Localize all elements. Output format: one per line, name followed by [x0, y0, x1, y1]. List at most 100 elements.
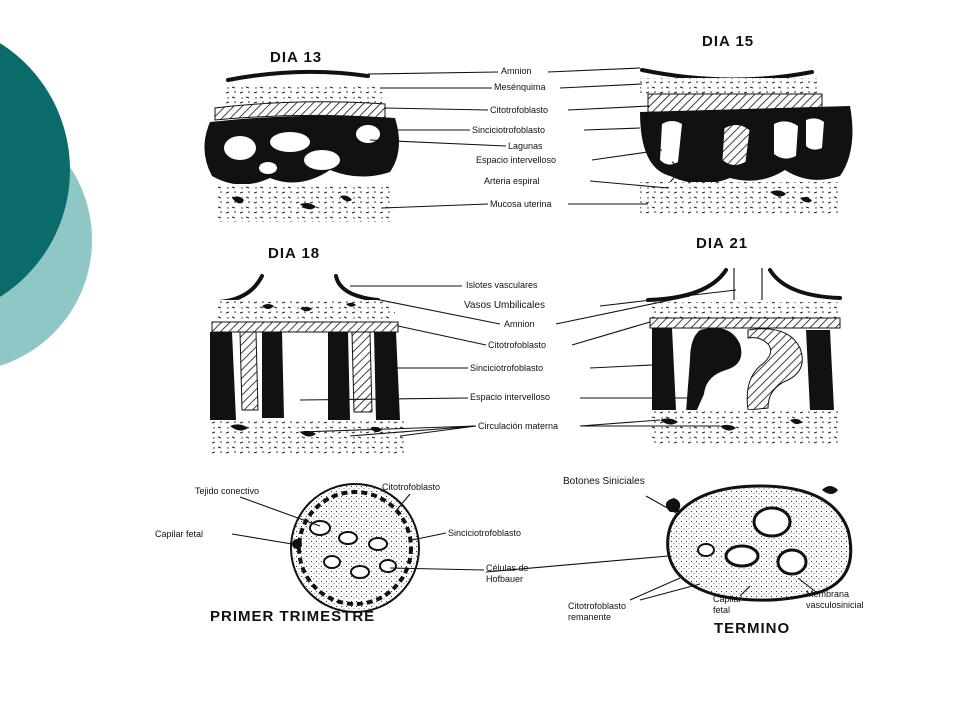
top-labels: Amnion Mesénquima Citotrofoblasto Sincic… [367, 66, 669, 209]
label-syncytial-knots: Botones Siniciales [563, 476, 645, 487]
day18-maternal-vessels [230, 424, 382, 437]
label-hofbauer-cells-2: Hofbauer [486, 574, 523, 584]
termino-title: TERMINO [714, 620, 790, 637]
day21-villus-branch [746, 328, 803, 411]
day13-uterine-mucosa [215, 184, 390, 222]
day13-amnion [226, 69, 370, 82]
day15-uterine-mucosa [640, 182, 840, 214]
day18-villus-core [239, 331, 259, 411]
leader-cytotrophoblast-2 [397, 321, 651, 346]
label-cytotrophoblast: Citotrofoblasto [490, 105, 548, 115]
label-amnion-2: Amnion [504, 319, 535, 329]
day15-lacuna [774, 121, 798, 159]
leader-remnant-cytotrophoblast [629, 577, 701, 601]
day21-decidua [650, 410, 842, 446]
leader-hofbauer-termino [485, 555, 669, 573]
day15-villus [721, 124, 751, 166]
leader-spiral-artery [589, 180, 669, 189]
leader-uterine-mucosa [381, 203, 648, 209]
day18-amnion-left [216, 274, 264, 304]
day18-villus-wall [328, 332, 350, 420]
primer-hofbauer-cell [338, 531, 358, 545]
day21-villus-branch [686, 327, 742, 412]
leader-fetal-capillary-2 [739, 585, 751, 597]
leader-amnion-2 [369, 295, 691, 325]
leader-vasculosyncytial-membrane [797, 577, 817, 593]
day21-panel: DIA 21 [646, 235, 842, 446]
leader-cytotrophoblast-3 [394, 493, 411, 513]
leader-hofbauer-cells [389, 567, 485, 571]
leader-mesenchyme [380, 83, 643, 89]
primer-villus [290, 483, 420, 613]
primer-hofbauer-cell [368, 537, 388, 551]
day21-maternal-vessels [660, 418, 802, 431]
day21-mesenchyme [652, 302, 838, 318]
label-remnant-cytotrophoblast-2: remanente [568, 612, 611, 622]
day18-villus-wall [374, 332, 400, 420]
middle-labels: Islotes vasculares Vasos Umbilicales Amn… [299, 280, 737, 437]
day13-lacuna [356, 125, 380, 143]
label-cytotrophoblast-2: Citotrofoblasto [488, 340, 546, 350]
day13-panel: DIA 13 [204, 49, 399, 222]
leader-syncytiotrophoblast-2 [380, 363, 673, 369]
day13-lacuna [224, 136, 256, 160]
leader-cytotrophoblast [383, 105, 651, 111]
label-intervillous-space-2: Espacio intervelloso [470, 392, 550, 402]
label-vasculosyncytial-membrane-2: vasculosinicial [806, 600, 864, 610]
leader-fetal-capillary [231, 533, 293, 545]
label-spiral-artery: Arteria espiral [484, 176, 540, 186]
label-cytotrophoblast-3: Citotrofoblasto [382, 482, 440, 492]
leader-intervillous-space [591, 149, 663, 161]
day18-vascular-islets [262, 302, 356, 312]
day21-title: DIA 21 [696, 235, 748, 252]
primer-hofbauer-cell [350, 565, 370, 579]
leader-amnion [367, 67, 641, 75]
label-syncytiotrophoblast: Sinciciotrofoblasto [472, 125, 545, 135]
label-fetal-capillary-3: fetal [713, 605, 730, 615]
day15-title: DIA 15 [702, 33, 754, 50]
termino-fetal-capillary [724, 544, 760, 568]
label-connective-tissue: Tejido conectivo [195, 486, 259, 496]
day18-villus-core [351, 331, 373, 413]
leader-connective-tissue [239, 496, 321, 527]
day21-cytotrophoblast-band [649, 317, 841, 329]
day15-glands [770, 190, 812, 203]
label-fetal-capillary-2: Capilar [713, 594, 742, 604]
day21-villus-wall [806, 330, 834, 410]
primer-hofbauer-cell [323, 555, 341, 569]
termino-fetal-capillary [776, 548, 808, 576]
day15-lacuna [806, 118, 824, 150]
primer-title: PRIMER TRIMESTRE [210, 608, 375, 625]
label-amnion: Amnion [501, 66, 532, 76]
leader-lacunae [369, 139, 507, 147]
day13-lacuna [304, 150, 340, 170]
leader-maternal-circulation [299, 419, 720, 437]
day15-intervillous-space [660, 121, 682, 165]
leader-umbilical-vessels [599, 289, 737, 307]
primer-hofbauer-cell [379, 559, 397, 573]
termino-panel: Botones Siniciales Citotrofoblasto reman… [485, 476, 864, 637]
label-syncytiotrophoblast-2: Sinciciotrofoblasto [470, 363, 543, 373]
label-lacunae: Lagunas [508, 141, 543, 151]
day18-title: DIA 18 [268, 245, 320, 262]
day13-title: DIA 13 [270, 49, 322, 66]
day13-lacuna [259, 162, 277, 174]
day15-mesenchyme [640, 78, 820, 94]
label-intervillous-space: Espacio intervelloso [476, 155, 556, 165]
label-maternal-circulation: Circulación materna [478, 421, 558, 431]
day18-cytotrophoblast-band [211, 321, 399, 333]
day21-umbilical-vessels [733, 268, 763, 300]
day18-villus-wall [262, 332, 284, 418]
day18-villus-wall [210, 332, 236, 420]
day21-villus-wall [652, 328, 676, 410]
label-fetal-capillary: Capilar fetal [155, 529, 203, 539]
termino-cell [697, 543, 715, 557]
label-umbilical-vessels: Vasos Umbilicales [464, 300, 545, 311]
label-vascular-islets: Islotes vasculares [466, 280, 538, 290]
day21-amnion-right [768, 268, 842, 300]
label-uterine-mucosa: Mucosa uterina [490, 199, 552, 209]
label-syncytiotrophoblast-3: Sinciciotrofoblasto [448, 528, 521, 538]
leader-syncytiotrophoblast-3 [411, 532, 447, 541]
